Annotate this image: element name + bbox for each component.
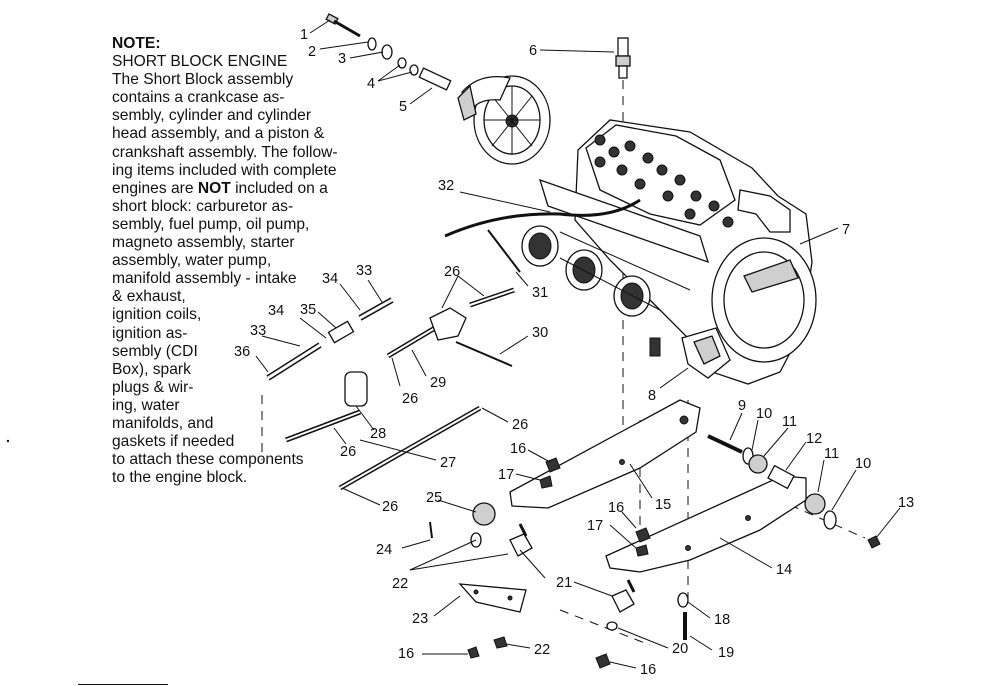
callout-4: 4 [367, 76, 375, 92]
callout-10b: 10 [855, 456, 871, 472]
note-heading: SHORT BLOCK ENGINE [112, 53, 288, 71]
note-line: to attach these components [112, 451, 304, 469]
callout-26c: 26 [512, 417, 528, 433]
note-line: sembly, fuel pump, oil pump, [112, 215, 310, 233]
note-line: sembly, cylinder and cylinder [112, 107, 312, 125]
note-emphasis: NOT [197, 179, 231, 197]
callout-22b: 22 [534, 642, 550, 658]
callout-28: 28 [370, 426, 386, 442]
callout-31: 31 [532, 285, 548, 301]
callout-17b: 17 [587, 518, 603, 534]
callout-16d: 16 [398, 646, 414, 662]
fuel-oil-lines [266, 287, 515, 491]
note-line: gaskets if needed [112, 433, 235, 451]
callout-6: 6 [529, 43, 537, 59]
callout-26b: 26 [402, 391, 418, 407]
note-line: ignition coils, [112, 306, 202, 324]
callout-32: 32 [438, 178, 454, 194]
callout-18: 18 [714, 612, 730, 628]
callout-13: 13 [898, 495, 914, 511]
engine-block [521, 119, 817, 385]
note-line: ignition as- [112, 324, 188, 342]
callout-11: 11 [782, 414, 797, 430]
note-line: short block: carburetor as- [112, 197, 294, 215]
leader-lines [255, 19, 901, 669]
note-line: contains a crankcase as- [112, 89, 285, 107]
callout-35: 35 [300, 302, 316, 318]
callout-21: 21 [556, 575, 572, 591]
callout-29: 29 [430, 375, 446, 391]
footer-rule [78, 684, 168, 685]
note-line: magneto assembly, starter [112, 234, 295, 252]
lower-hardware [429, 457, 689, 669]
callout-26e: 26 [382, 499, 398, 515]
callout-24: 24 [376, 542, 392, 558]
callout-10: 10 [756, 406, 772, 422]
note-line: Box), spark [112, 360, 191, 378]
cylinder-head-fins [594, 134, 734, 228]
callout-16c: 16 [640, 662, 656, 678]
callout-5: 5 [399, 99, 407, 115]
callout-25: 25 [426, 490, 442, 506]
callout-3: 3 [338, 51, 346, 67]
note-line: ing, water [112, 396, 180, 414]
note-line: plugs & wir- [112, 378, 194, 396]
note-line-text: engines are [112, 179, 198, 197]
note-line: manifold assembly - intake [112, 270, 297, 288]
callout-34a: 34 [322, 271, 338, 287]
callout-33b: 33 [250, 323, 266, 339]
callout-8: 8 [648, 388, 656, 404]
callout-23: 23 [412, 611, 428, 627]
note-line: crankshaft assembly. The follow- [112, 143, 338, 161]
callout-19: 19 [718, 645, 734, 661]
callout-33a: 33 [356, 263, 372, 279]
note-line: sembly (CDI [112, 342, 198, 360]
note-line: & exhaust, [112, 288, 186, 306]
note-line-emphasis: engines are NOT included on a [112, 180, 362, 198]
note-line: assembly, water pump, [112, 252, 272, 270]
callout-15: 15 [655, 497, 671, 513]
callout-16b: 16 [608, 500, 624, 516]
callout-26d: 26 [340, 444, 356, 460]
callout-20: 20 [672, 641, 688, 657]
callout-14: 14 [776, 562, 792, 578]
note-line: manifolds, and [112, 414, 214, 432]
starter-hardware [325, 13, 452, 91]
callout-36: 36 [234, 344, 250, 360]
callout-26a: 26 [444, 264, 460, 280]
callout-27: 27 [440, 455, 456, 471]
recoil-starter [457, 75, 551, 165]
callout-34b: 34 [268, 303, 284, 319]
note-line: to the engine block. [112, 469, 248, 487]
note-line: ing items included with complete [112, 161, 337, 179]
note-line: head assembly, and a piston & [112, 125, 325, 143]
callout-1: 1 [300, 27, 308, 43]
callout-22: 22 [392, 576, 408, 592]
note-title: NOTE: [112, 35, 161, 52]
note-emphasis-tail: included on a [230, 179, 328, 197]
callout-11b: 11 [824, 446, 839, 462]
callout-2: 2 [308, 44, 316, 60]
callout-12: 12 [806, 431, 822, 447]
callout-7: 7 [842, 222, 850, 238]
note-line: The Short Block assembly [112, 71, 294, 89]
mount-hardware [707, 434, 881, 549]
engine-mount-brackets [509, 399, 807, 573]
callout-9: 9 [738, 398, 746, 414]
short-block-note: NOTE: SHORT BLOCK ENGINE The Short Block… [112, 35, 362, 487]
callout-labels: 1 2 3 4 5 6 7 8 9 10 11 12 11 10 13 14 1… [234, 27, 914, 678]
stray-dot [6, 439, 10, 443]
callout-30: 30 [532, 325, 548, 341]
callout-17: 17 [498, 467, 514, 483]
spark-plug [615, 37, 631, 79]
callout-16: 16 [510, 441, 526, 457]
